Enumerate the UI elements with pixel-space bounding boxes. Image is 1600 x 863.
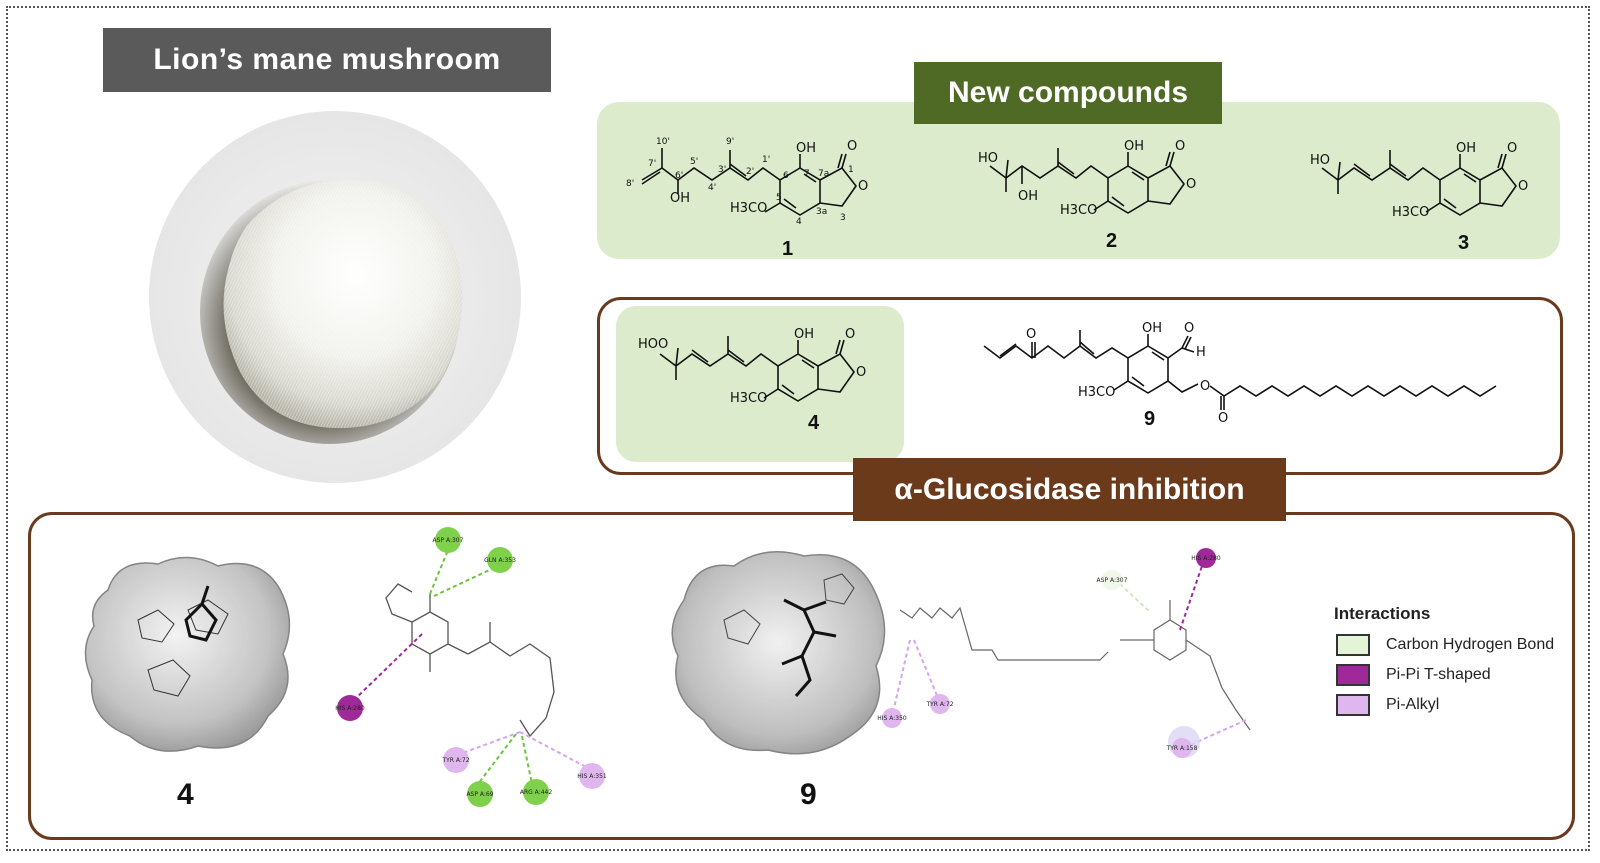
c3-methoxy: H3CO <box>1392 205 1429 220</box>
docking-panel <box>28 512 1575 840</box>
c9-aldehyde-o: O <box>1184 321 1194 336</box>
legend-label-pialkyl: Pi-Alkyl <box>1386 696 1440 713</box>
c9-ketone-o: O <box>1026 327 1036 342</box>
c9-ester-carbonyl-o: O <box>1218 411 1228 426</box>
c2-ring-o: O <box>1186 177 1196 192</box>
c2-oh-side: OH <box>1018 189 1038 204</box>
compound-4-label: 4 <box>808 412 820 434</box>
c1-lbl-9p: 9' <box>726 137 734 147</box>
c2-oh-top: OH <box>1124 139 1144 154</box>
c9-ester-o: O <box>1200 379 1210 394</box>
compound-2-label: 2 <box>1106 230 1118 252</box>
c1-lbl-5p: 5' <box>690 157 698 167</box>
res4-his351: HIS A:351 <box>577 773 607 780</box>
c1-lbl-7: 7 <box>804 169 810 179</box>
legend-swatch-pipi <box>1336 664 1370 686</box>
compound-4-structure: HOO OH H3CO O O <box>638 327 866 406</box>
c3-ring-o: O <box>1518 179 1528 194</box>
interaction-map-4: ASP A:307 GLN A:353 HIS A:280 TYR A:72 H… <box>335 527 607 807</box>
c4-hoo: HOO <box>638 337 668 352</box>
c1-lbl-6p: 6' <box>675 171 683 181</box>
res9-his280: HIS A:280 <box>1191 555 1221 562</box>
compound-4-panel <box>616 306 904 462</box>
c1-lbl-3a: 3a <box>816 207 827 217</box>
res9-asp307: ASP A:307 <box>1097 577 1128 584</box>
c1-oh-top: OH <box>796 141 816 156</box>
c1-lbl-5: 5 <box>776 193 782 203</box>
c2-carbonyl-o: O <box>1175 139 1185 154</box>
c2-ho: HO <box>978 151 998 166</box>
c9-aldehyde-h: H <box>1196 345 1206 360</box>
res4-gln353: GLN A:353 <box>484 557 516 564</box>
interaction-map-9: HIS A:350 TYR A:72 ASP A:307 HIS A:280 T… <box>877 548 1251 758</box>
figure-frame <box>6 6 1590 851</box>
legend-swatch-chb <box>1336 634 1370 656</box>
new-compounds-title: New compounds <box>914 62 1222 124</box>
c3-ho: HO <box>1310 153 1330 168</box>
new-compounds-panel <box>597 102 1560 259</box>
c4-ring-o: O <box>856 365 866 380</box>
legend-item-pi-alkyl: Pi-Alkyl <box>1336 692 1439 718</box>
alpha-glucosidase-title: α-Glucosidase inhibition <box>853 458 1286 521</box>
c1-lbl-4p: 4' <box>708 183 716 193</box>
mushroom-title: Lion’s mane mushroom <box>103 28 551 92</box>
compound-2-structure: HO OH OH H3CO O O <box>978 139 1196 218</box>
c1-lbl-1: 1 <box>848 165 854 175</box>
protein-surface-9 <box>671 551 886 755</box>
c1-ring-o: O <box>858 179 868 194</box>
legend-item-carbon-hydrogen-bond: Carbon Hydrogen Bond <box>1336 632 1554 658</box>
legend-item-pi-pi: Pi-Pi T-shaped <box>1336 662 1491 688</box>
c3-oh-top: OH <box>1456 141 1476 156</box>
c9-methoxy: H3CO <box>1078 385 1115 400</box>
c1-lbl-2p: 2' <box>746 167 754 177</box>
c2-methoxy: H3CO <box>1060 203 1097 218</box>
res9-tyr72: TYR A:72 <box>925 701 953 708</box>
legend-swatch-pialkyl <box>1336 694 1370 716</box>
compound-1-structure: OH O O H3CO OH 10' 7' 6' 5' 4' 3' 2' 1' … <box>626 137 868 227</box>
res4-asp69: ASP A:69 <box>466 791 493 798</box>
compound-1-label: 1 <box>782 238 794 260</box>
c1-methoxy: H3CO <box>730 201 767 216</box>
compound-9-label: 9 <box>1144 408 1156 430</box>
c9-oh: OH <box>1142 321 1162 336</box>
c1-lbl-10p: 10' <box>656 137 670 147</box>
c1-lbl-3: 3 <box>840 213 846 223</box>
res9-tyr158: TYR A:158 <box>1166 745 1198 752</box>
docking-label-9: 9 <box>800 778 817 811</box>
c1-carbonyl-o: O <box>847 139 857 154</box>
legend-label-chb: Carbon Hydrogen Bond <box>1386 636 1555 653</box>
legend-label-pipi: Pi-Pi T-shaped <box>1386 666 1491 683</box>
c1-lbl-7a: 7a <box>818 169 829 179</box>
c4-carbonyl-o: O <box>845 327 855 342</box>
c1-lbl-8p: 8' <box>626 179 634 189</box>
c4-methoxy: H3CO <box>730 391 767 406</box>
c1-lbl-4: 4 <box>796 217 802 227</box>
c3-carbonyl-o: O <box>1507 141 1517 156</box>
legend-title: Interactions <box>1334 604 1431 623</box>
docking-label-4: 4 <box>177 778 194 811</box>
c1-lbl-6: 6 <box>783 171 789 181</box>
compound-9-structure: O OH O H H3CO O O <box>983 321 1497 426</box>
mushroom-photo <box>140 110 530 485</box>
compound-3-label: 3 <box>1458 232 1470 254</box>
c4-oh-top: OH <box>794 327 814 342</box>
c1-lbl-3p: 3' <box>718 165 726 175</box>
res9-his350: HIS A:350 <box>877 715 907 722</box>
c1-lbl-7p: 7' <box>648 159 656 169</box>
res4-tyr72: TYR A:72 <box>441 757 469 764</box>
compound-3-structure: HO OH H3CO O O <box>1310 141 1528 220</box>
protein-surface-4 <box>84 556 291 752</box>
interactions-legend: Interactions Carbon Hydrogen Bond Pi-Pi … <box>1294 598 1569 760</box>
res4-arg442: ARG A:442 <box>520 789 552 796</box>
res4-asp307: ASP A:307 <box>433 537 464 544</box>
c1-lbl-1p: 1' <box>762 155 770 165</box>
c1-oh-side: OH <box>670 191 690 206</box>
res4-his280: HIS A:280 <box>335 705 365 712</box>
